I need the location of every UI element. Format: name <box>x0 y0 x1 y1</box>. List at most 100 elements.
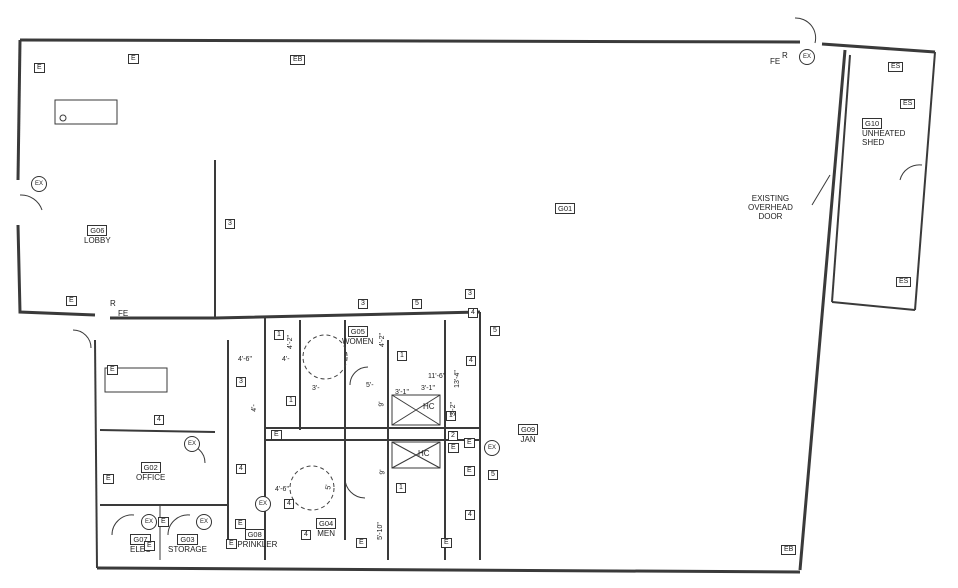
room-g02: G02 OFFICE <box>136 462 165 482</box>
exterior-wall-top <box>19 38 801 44</box>
fixture-count-tag: 3 <box>358 299 368 309</box>
lobby-right-lower <box>110 310 481 320</box>
dimension-label: 5' <box>325 484 333 490</box>
exit-sign-icon: EX <box>799 49 815 65</box>
office-table <box>104 367 168 393</box>
room-g04: G04 MEN <box>316 518 337 538</box>
room-g01-id: G01 <box>555 203 576 214</box>
dimension-label: 3'-1" <box>421 385 435 392</box>
room-g10: G10 UNHEATED SHED <box>862 118 905 147</box>
hc-label: HC <box>418 449 430 458</box>
dimension-label: 9' <box>379 469 387 475</box>
dimension-label: 4'-6" <box>238 356 252 363</box>
room-g08-name: SPRINKLER <box>232 540 278 549</box>
room-g02-id: G02 <box>140 462 161 473</box>
room-g07-name: ELEC <box>130 545 151 554</box>
fixture-count-tag: 5 <box>488 470 498 480</box>
emergency-light-tag: E <box>34 63 45 73</box>
riser-label: R <box>782 51 788 60</box>
top-door-swing <box>794 17 817 44</box>
riser-label: R <box>110 299 116 308</box>
exit-sign-icon: EX <box>141 514 157 530</box>
emergency-light-tag: E <box>107 365 118 375</box>
room-g08-id: G08 <box>244 529 265 540</box>
room-g09-name: JAN <box>520 435 536 444</box>
emergency-light-tag: E <box>66 296 77 306</box>
fixture-count-tag: 5 <box>412 299 422 309</box>
office-top-wall <box>99 429 216 433</box>
emergency-light-tag: E <box>441 538 452 548</box>
room-g03: G03 STORAGE <box>168 534 207 554</box>
emergency-s-tag: ES <box>888 62 904 72</box>
shed-bottom-wall <box>831 301 916 311</box>
room-g03-id: G03 <box>177 534 198 545</box>
dimension-label: 4'-6" <box>275 486 289 493</box>
emergency-light-tag: E <box>144 541 155 551</box>
room-g05-name: WOMEN <box>342 337 374 346</box>
room-g04-name: MEN <box>317 529 335 538</box>
exit-sign-icon: EX <box>255 496 271 512</box>
room-g06-id: G06 <box>87 225 108 236</box>
dimension-label: 9' <box>378 401 386 407</box>
room-g03-name: STORAGE <box>168 545 207 554</box>
dimension-label: 3'-1" <box>395 389 409 396</box>
exterior-wall-left-upper <box>16 39 22 181</box>
emergency-light-tag: E <box>226 539 237 549</box>
dimension-label: 4'-2" <box>378 333 386 347</box>
emergency-s-tag: ES <box>896 277 912 287</box>
dimension-label: 5'- <box>366 382 374 389</box>
fixture-count-tag: 4 <box>466 356 476 366</box>
emergency-light-tag: E <box>464 438 475 448</box>
dimension-label: 3'-2" <box>449 402 457 416</box>
fixture-count-tag: 5 <box>490 326 500 336</box>
dimension-label: 4'- <box>250 404 258 412</box>
fixture-count-tag: 4 <box>284 499 294 509</box>
room-g10-name-2: SHED <box>862 138 885 147</box>
emergency-s-tag: ES <box>900 99 916 109</box>
exterior-wall-top-right <box>821 42 936 54</box>
emergency-light-tag: E <box>158 517 169 527</box>
exterior-wall-bottom <box>96 566 801 574</box>
exit-sign-icon: EX <box>484 440 500 456</box>
dimension-label: 11'-6" <box>428 373 446 380</box>
fixture-count-tag: 4 <box>468 308 478 318</box>
room-g08: G08 SPRINKLER <box>232 529 277 549</box>
fixture-count-tag: 1 <box>286 396 296 406</box>
emergency-light-tag: E <box>356 538 367 548</box>
fixture-count-tag: 4 <box>154 415 164 425</box>
exit-sign-icon: EX <box>31 176 47 192</box>
fire-extinguisher-label: FE <box>770 57 781 66</box>
side-door-swing <box>72 329 92 349</box>
exit-sign-icon: EX <box>184 436 200 452</box>
lobby-door-swing <box>19 194 43 211</box>
room-g09-id: G09 <box>518 424 539 435</box>
overhead-door-note: EXISTING OVERHEAD DOOR <box>748 194 793 221</box>
emergency-light-tag: E <box>448 443 459 453</box>
fixture-count-tag: 1 <box>274 330 284 340</box>
hc-label: HC <box>423 402 435 411</box>
fixture-count-tag: 3 <box>465 289 475 299</box>
fixture-count-tag: 4 <box>301 530 311 540</box>
emergency-light-tag: E <box>271 430 282 440</box>
room-g01: G01 <box>555 203 576 214</box>
fire-extinguisher-label: FE <box>118 309 129 318</box>
fixture-count-tag: 4 <box>236 464 246 474</box>
exit-sign-icon: EX <box>196 514 212 530</box>
room-g06-name: LOBBY <box>84 236 111 245</box>
emergency-battery-tag: EB <box>781 545 797 555</box>
fixture-count-tag: 1 <box>396 483 406 493</box>
lobby-table <box>54 99 118 125</box>
room-g09: G09 JAN <box>518 424 539 444</box>
fixture-count-tag: 2 <box>448 431 458 441</box>
fixture-count-tag: 1 <box>446 411 456 421</box>
fixture-count-tag: 3 <box>225 219 235 229</box>
wall-left-of-office <box>94 339 98 569</box>
dimension-label: 4'-2" <box>286 335 294 349</box>
room-g10-name-1: UNHEATED <box>862 129 906 138</box>
shed-right-wall <box>914 51 936 311</box>
shed-left-wall <box>831 54 851 303</box>
emergency-light-tag: E <box>128 54 139 64</box>
emergency-light-tag: E <box>464 466 475 476</box>
fixture-count-tag: 4 <box>465 510 475 520</box>
